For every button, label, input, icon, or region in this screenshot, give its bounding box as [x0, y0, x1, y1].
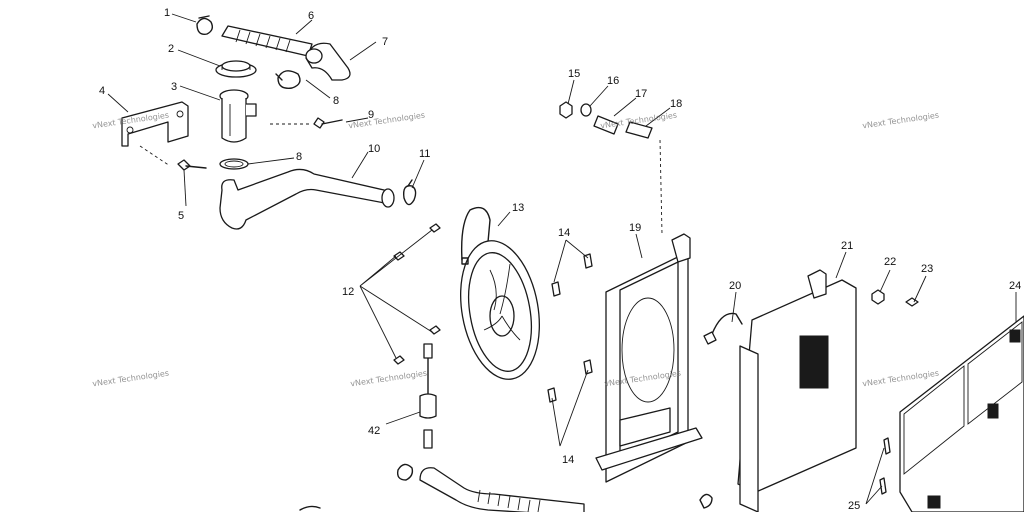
callout-23: 23 [921, 263, 933, 275]
callout-3: 3 [171, 81, 177, 93]
callout-6: 6 [308, 10, 314, 22]
callout-7: 7 [382, 36, 388, 48]
callout-25: 25 [848, 500, 860, 512]
part-25-clips [879, 437, 891, 495]
leader-lines [107, 13, 1017, 505]
part-42-connector [419, 343, 437, 449]
callout-21: 21 [841, 240, 853, 252]
callout-13: 13 [512, 202, 524, 214]
part-2-radiator-cap [215, 60, 257, 78]
callout-4: 4 [99, 85, 105, 97]
callout-20: 20 [729, 280, 741, 292]
callout-12: 12 [342, 286, 354, 298]
part-21-radiator [737, 269, 857, 512]
lower-hose-fragment [299, 463, 713, 512]
callout-8-lower: 8 [296, 151, 302, 163]
part-8-clamp-lower [219, 158, 249, 170]
part-24-screen [899, 315, 1024, 512]
part-16-washer [580, 103, 592, 117]
part-12-fasteners [393, 223, 441, 365]
callout-10: 10 [368, 143, 380, 155]
part-20-sensor [703, 312, 743, 345]
callout-42: 42 [368, 425, 380, 437]
part-6-corrugated-hose [221, 25, 313, 57]
part-11-clamp [402, 179, 417, 206]
callout-8-upper: 8 [333, 95, 339, 107]
part-17-spacer [593, 115, 619, 135]
part-8-clamp-upper [275, 70, 301, 89]
callout-9: 9 [368, 109, 374, 121]
part-7-elbow [305, 42, 351, 81]
part-5-bolt [177, 159, 207, 171]
callout-14-upper: 14 [558, 227, 570, 239]
part-14-clips [547, 253, 593, 403]
callout-labels: 1 2 3 4 5 6 7 8 8 9 10 11 12 13 14 14 15… [99, 7, 1021, 512]
part-13-fan [460, 206, 540, 380]
callout-24: 24 [1009, 280, 1021, 292]
callout-1: 1 [164, 7, 170, 19]
callout-14-lower: 14 [562, 454, 574, 466]
callout-15: 15 [568, 68, 580, 80]
part-10-coolant-hose [219, 168, 395, 230]
part-23-bolt [905, 297, 919, 307]
part-15-nut [559, 101, 573, 119]
callout-2: 2 [168, 43, 174, 55]
callout-16: 16 [607, 75, 619, 87]
callout-5: 5 [178, 210, 184, 222]
part-18-bushing [625, 121, 653, 139]
callout-18: 18 [670, 98, 682, 110]
part-3-filler-neck [219, 89, 257, 143]
part-1-hose-clamp [196, 15, 214, 35]
callout-11: 11 [419, 148, 430, 160]
part-19-shroud [595, 233, 703, 483]
part-22-nut [871, 289, 885, 305]
part-4-bracket [121, 101, 189, 147]
part-9-screw [313, 117, 343, 129]
callout-19: 19 [629, 222, 641, 234]
callout-17: 17 [635, 88, 647, 100]
callout-22: 22 [884, 256, 896, 268]
